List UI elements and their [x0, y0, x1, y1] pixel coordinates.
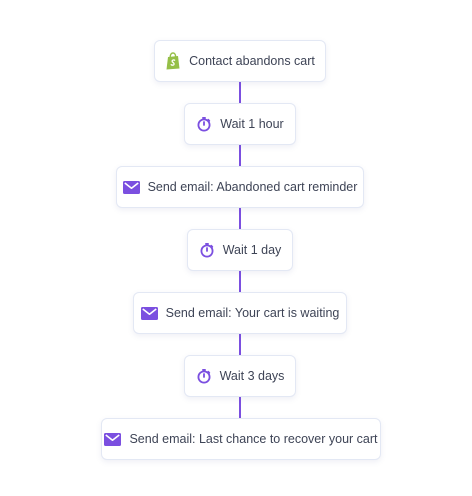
delay-node-wait-3-days[interactable]: Wait 3 days	[184, 355, 296, 397]
node-label: Send email: Last chance to recover your …	[129, 432, 378, 446]
email-node-your-cart-is-waiting[interactable]: Send email: Your cart is waiting	[133, 292, 347, 334]
email-icon	[104, 432, 122, 446]
node-label: Wait 1 day	[222, 243, 282, 257]
delay-node-wait-1-hour[interactable]: Wait 1 hour	[184, 103, 296, 145]
delay-node-wait-1-day[interactable]: Wait 1 day	[187, 229, 293, 271]
node-label: Send email: Abandoned cart reminder	[147, 180, 358, 194]
connector-line	[239, 145, 241, 166]
connector-line	[239, 271, 241, 292]
connector-line	[239, 334, 241, 355]
timer-icon	[199, 242, 215, 258]
node-label: Contact abandons cart	[189, 54, 315, 68]
connector-line	[239, 397, 241, 418]
timer-icon	[196, 116, 212, 132]
node-label: Wait 3 days	[219, 369, 285, 383]
node-label: Send email: Your cart is waiting	[165, 306, 340, 320]
shopify-icon	[165, 52, 181, 70]
email-icon	[122, 180, 140, 194]
timer-icon	[196, 368, 212, 384]
node-label: Wait 1 hour	[220, 117, 284, 131]
connector-line	[239, 208, 241, 229]
email-icon	[140, 306, 158, 320]
email-node-last-chance[interactable]: Send email: Last chance to recover your …	[101, 418, 381, 460]
email-node-abandoned-cart-reminder[interactable]: Send email: Abandoned cart reminder	[116, 166, 364, 208]
connector-line	[239, 82, 241, 103]
trigger-node-contact-abandons-cart[interactable]: Contact abandons cart	[154, 40, 326, 82]
